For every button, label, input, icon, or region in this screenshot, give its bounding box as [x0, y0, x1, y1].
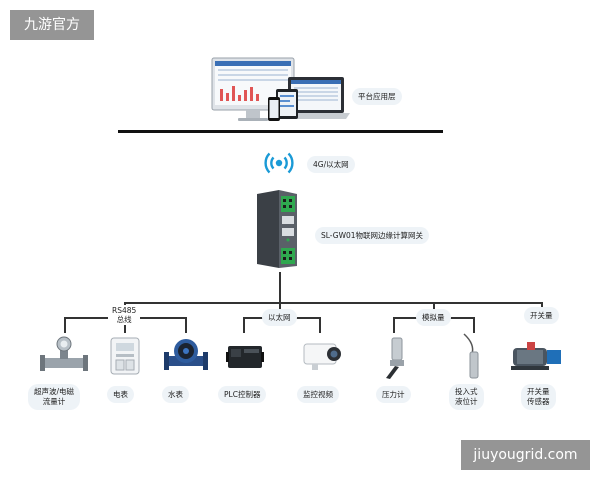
- gateway-device-image: [253, 188, 301, 272]
- plc-controller-icon: [226, 340, 264, 374]
- device-label-plc: PLC控制器: [218, 386, 266, 403]
- device-label-water: 水表: [162, 386, 189, 403]
- branch-bus-line: [124, 302, 541, 304]
- platform-bus-line: [118, 130, 443, 133]
- rs485-drop-water: [185, 317, 187, 333]
- watermark-top-left: 九游官方: [10, 10, 94, 40]
- water-meter-icon: [164, 336, 208, 376]
- watermark-bottom-right: jiuyougrid.com: [461, 440, 590, 470]
- wireless-signal-icon: [264, 148, 294, 178]
- branch-label-rs485: RS485 总线: [108, 305, 140, 325]
- device-label-pressure: 压力计: [376, 386, 411, 403]
- gateway-trunk-line: [279, 272, 281, 302]
- analog-drop-level: [473, 317, 475, 333]
- device-label-level: 投入式液位计: [449, 384, 484, 410]
- electric-meter-icon: [108, 336, 142, 376]
- ethernet-drop-plc: [243, 317, 245, 333]
- device-label-flowmeter: 超声波/电磁流量计: [28, 384, 80, 410]
- platform-devices-illustration: [208, 55, 353, 127]
- gateway-label: SL-GW01物联网边缘计算网关: [315, 227, 429, 244]
- platform-layer-label: 平台应用层: [352, 88, 402, 105]
- device-label-switch: 开关量传感器: [521, 384, 556, 410]
- rs485-drop-flowmeter: [64, 317, 66, 333]
- level-sensor-icon: [460, 332, 490, 380]
- pressure-gauge-icon: [380, 336, 414, 380]
- analog-drop-pressure: [393, 317, 395, 333]
- branch-label-switch: 开关量: [524, 307, 559, 324]
- branch-label-analog: 模拟量: [416, 309, 451, 326]
- surveillance-camera-icon: [300, 340, 342, 372]
- device-label-meter: 电表: [107, 386, 134, 403]
- device-label-camera: 监控视频: [297, 386, 339, 403]
- ethernet-drop-camera: [319, 317, 321, 333]
- flowmeter-icon: [40, 336, 88, 376]
- branch-label-ethernet: 以太网: [262, 309, 297, 326]
- network-label: 4G/以太网: [307, 156, 355, 173]
- switch-sensor-icon: [511, 338, 565, 374]
